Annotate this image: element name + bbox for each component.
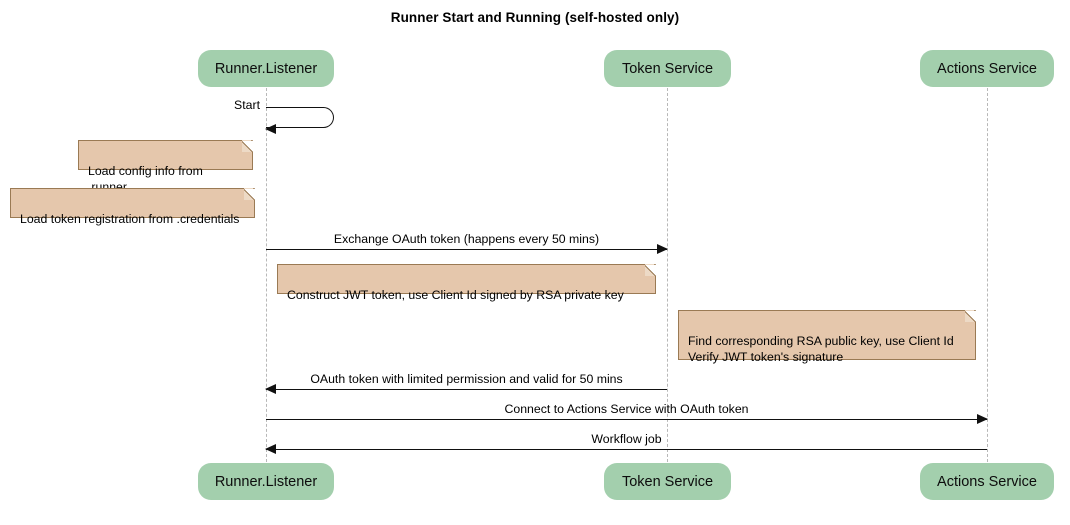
self-message-start[interactable]: Start xyxy=(234,98,334,134)
participant-runner-top[interactable]: Runner.Listener xyxy=(198,50,334,87)
note-dogear-icon xyxy=(965,310,976,322)
note-text: Load token registration from .credential… xyxy=(20,212,240,226)
participant-label: Actions Service xyxy=(937,473,1037,490)
note-load-config: Load config info from .runner xyxy=(78,140,253,194)
participant-label: Token Service xyxy=(621,473,714,490)
participant-label: Token Service xyxy=(621,60,714,77)
participant-label: Runner.Listener xyxy=(214,473,318,490)
lifeline-token xyxy=(667,88,668,462)
participant-runner-bottom[interactable]: Runner.Listener xyxy=(198,463,334,500)
self-message-path xyxy=(266,107,334,128)
arrowhead-right-icon xyxy=(657,243,668,254)
participant-actions-bottom[interactable]: Actions Service xyxy=(920,463,1054,500)
diagram-title: Runner Start and Running (self-hosted on… xyxy=(390,10,680,25)
message-label: Connect to Actions Service with OAuth to… xyxy=(504,402,749,416)
lifeline-actions xyxy=(987,88,988,462)
lifeline-runner xyxy=(266,88,267,462)
note-text: Find corresponding RSA public key, use C… xyxy=(688,334,954,364)
arrowhead-left-icon xyxy=(265,383,276,394)
note-construct-jwt: Construct JWT token, use Client Id signe… xyxy=(277,264,656,302)
note-dogear-icon xyxy=(645,264,656,276)
participant-actions-top[interactable]: Actions Service xyxy=(920,50,1054,87)
message-line xyxy=(266,449,987,450)
participant-label: Runner.Listener xyxy=(214,60,318,77)
note-text: Construct JWT token, use Client Id signe… xyxy=(287,288,624,302)
message-line xyxy=(266,419,987,420)
note-verify-jwt: Find corresponding RSA public key, use C… xyxy=(678,310,976,364)
message-label: Exchange OAuth token (happens every 50 m… xyxy=(333,232,600,246)
message-label: OAuth token with limited permission and … xyxy=(310,372,623,386)
message-line xyxy=(266,249,667,250)
self-message-label: Start xyxy=(234,98,260,112)
note-dogear-icon xyxy=(242,140,253,152)
participant-token-bottom[interactable]: Token Service xyxy=(604,463,731,500)
arrowhead-right-icon xyxy=(977,413,988,424)
arrowhead-left-icon xyxy=(265,443,276,454)
message-label: Workflow job xyxy=(591,432,662,446)
message-line xyxy=(266,389,667,390)
note-dogear-icon xyxy=(244,188,255,200)
participant-token-top[interactable]: Token Service xyxy=(604,50,731,87)
arrowhead-left-icon xyxy=(265,123,276,134)
note-load-credentials: Load token registration from .credential… xyxy=(10,188,255,226)
participant-label: Actions Service xyxy=(937,60,1037,77)
